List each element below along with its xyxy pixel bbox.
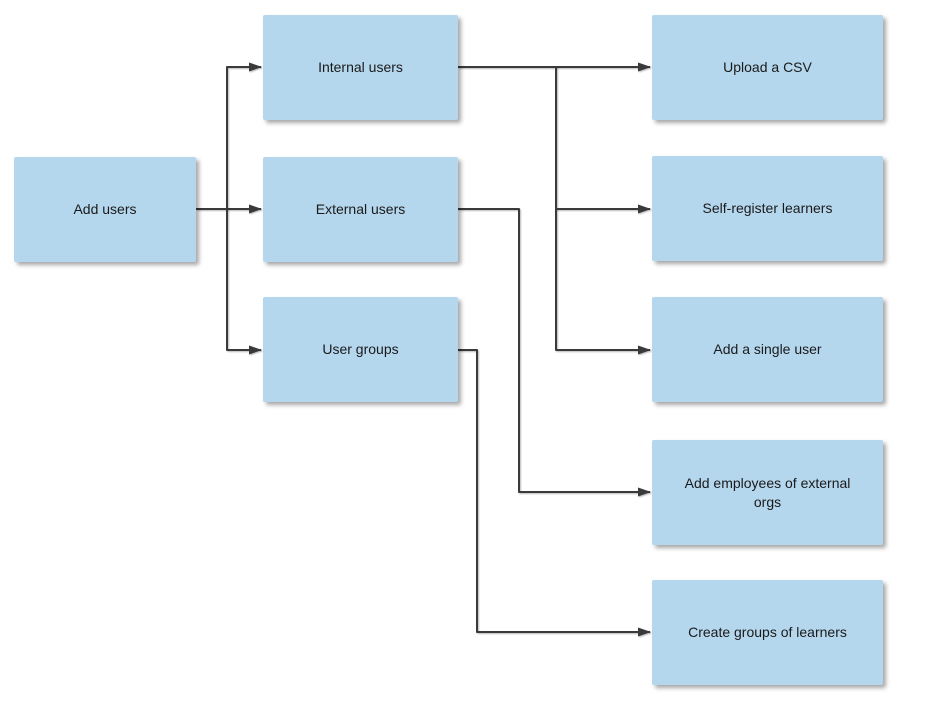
node-add-employees-external-orgs: Add employees of external orgs (652, 440, 883, 545)
edge-external-users-add-employees (458, 208, 651, 497)
edge-internal-users-self-register (555, 67, 651, 214)
node-self-register-learners: Self-register learners (652, 156, 883, 261)
node-add-users: Add users (14, 157, 196, 262)
edge-user-groups-create-groups (458, 349, 651, 637)
edge-add-users-user-groups (226, 209, 262, 355)
edge-add-users-internal-users (226, 62, 262, 209)
node-user-groups: User groups (263, 297, 458, 402)
node-create-groups-learners: Create groups of learners (652, 580, 883, 685)
node-upload-csv: Upload a CSV (652, 15, 883, 120)
edge-internal-users-add-single-user (555, 209, 651, 355)
node-internal-users: Internal users (263, 15, 458, 120)
node-external-users: External users (263, 157, 458, 262)
node-add-single-user: Add a single user (652, 297, 883, 402)
